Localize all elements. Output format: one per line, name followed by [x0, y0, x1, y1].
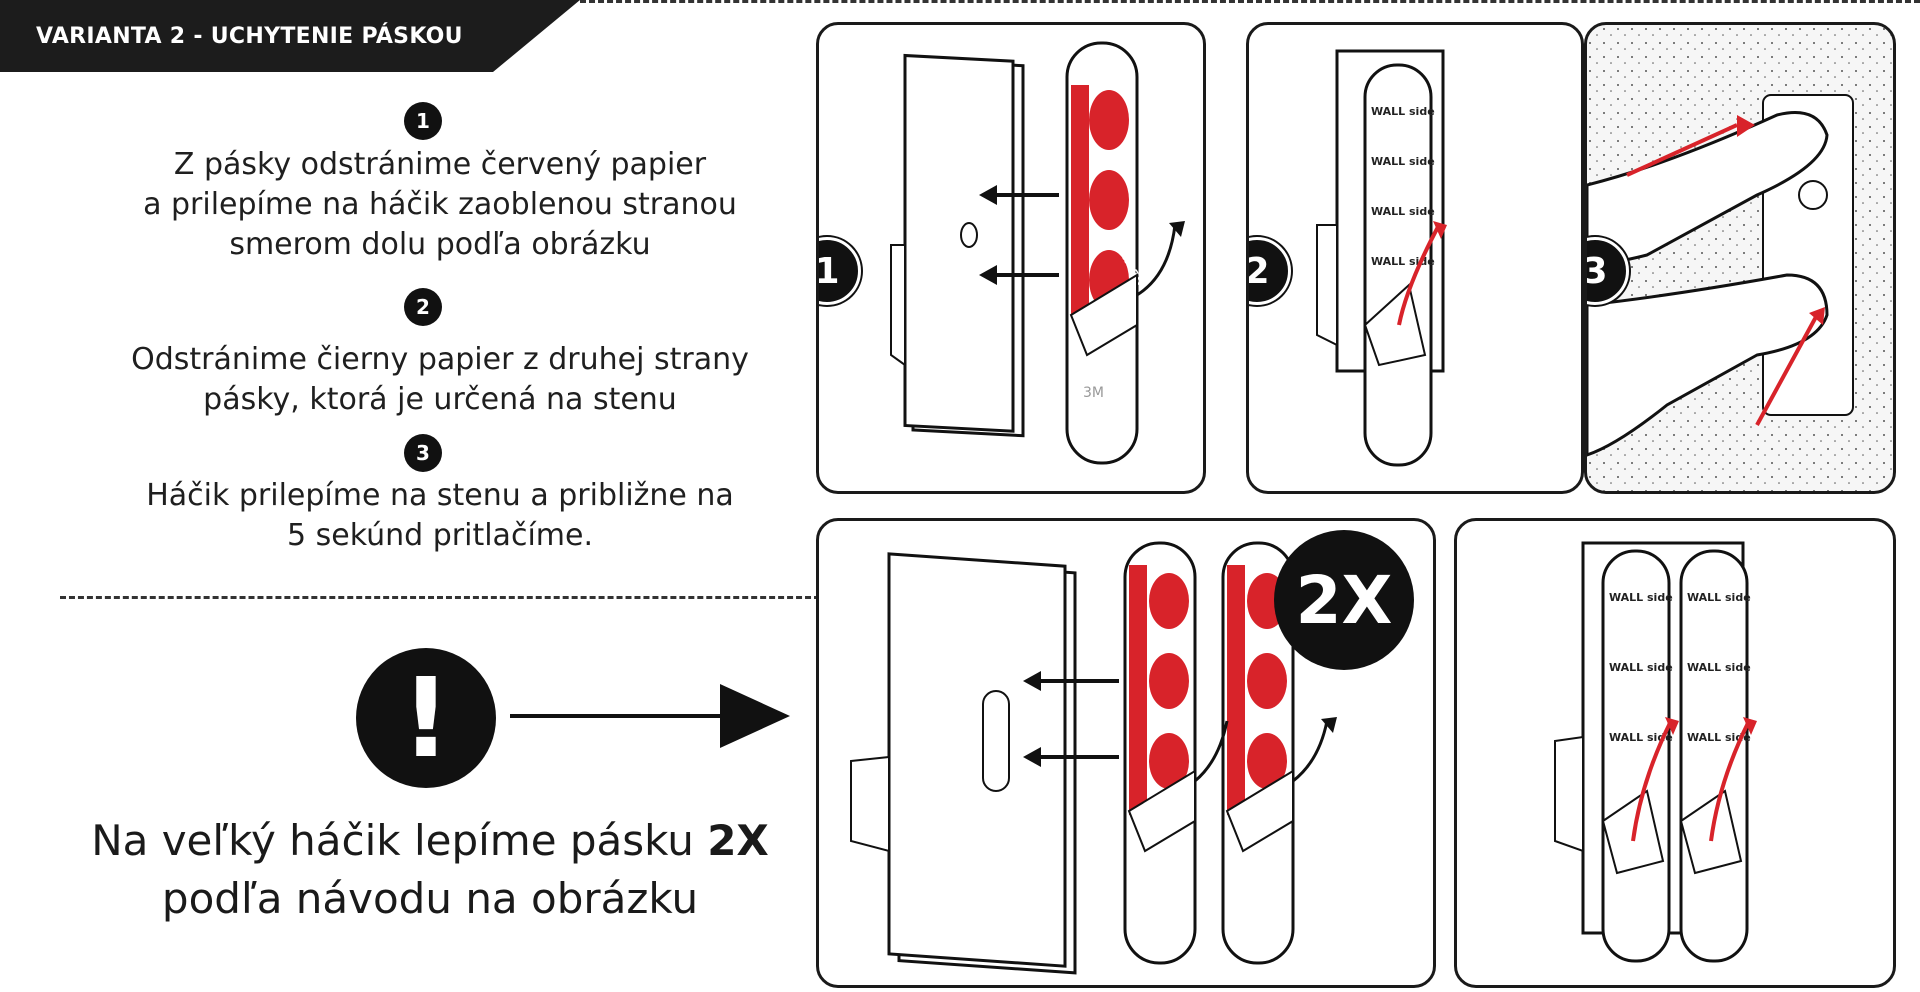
- wall-side-pattern-large: WALL side WALL side WALL side WALL side …: [1609, 591, 1751, 744]
- warning-line1-bold: 2X: [707, 816, 769, 865]
- warning-line1-prefix: Na veľký háčik lepíme pásku: [91, 816, 708, 865]
- panel-2-illustration: WALL side WALL side WALL side WALL side: [1316, 49, 1447, 467]
- step-1-badge: 1: [404, 102, 442, 140]
- step-3-text: Háčik prilepíme na stenu a približne na …: [146, 478, 734, 553]
- panel-large-wall-illustration: WALL side WALL side WALL side WALL side …: [1554, 541, 1757, 963]
- tape-3m-label: 3M: [1083, 385, 1104, 401]
- arrow-right-icon: [510, 684, 790, 748]
- wall-side-label-8: WALL side: [1687, 661, 1751, 674]
- warning-text: Na veľký háčik lepíme pásku 2X podľa náv…: [40, 812, 820, 928]
- header-banner: [0, 0, 580, 72]
- panel-large-hook: [816, 518, 1436, 988]
- step-2-text: Odstránime čierny papier z druhej strany…: [131, 342, 749, 417]
- panel-large-illustration: [850, 541, 1337, 975]
- panel-step-3: 3: [1584, 22, 1896, 494]
- tape-strip-1: [1123, 541, 1197, 965]
- step-1-text: Z pásky odstránime červený papier a pril…: [143, 147, 737, 262]
- wall-side-label-2: WALL side: [1371, 155, 1435, 168]
- tape-strip-2: [1221, 541, 1295, 965]
- thumb-bottom-icon: [1587, 273, 1829, 457]
- panel-step-1: Command 3M 1: [816, 22, 1206, 494]
- panel-1-illustration: Command 3M: [890, 41, 1185, 465]
- step-3-badge: 3: [404, 434, 442, 472]
- panel-large-wall-side: WALL side WALL side WALL side WALL side …: [1454, 518, 1896, 988]
- wall-side-label-7: WALL side: [1609, 661, 1673, 674]
- times-two-badge: 2X: [1274, 530, 1414, 670]
- wall-side-label-5: WALL side: [1609, 591, 1673, 604]
- warning-icon: !: [356, 648, 496, 788]
- wall-side-label: WALL side: [1371, 105, 1435, 118]
- top-divider: [580, 0, 1920, 3]
- step-2-badge: 2: [404, 288, 442, 326]
- panel-3-illustration: [1587, 25, 1893, 491]
- header-title: VARIANTA 2 - UCHYTENIE PÁSKOU: [36, 24, 463, 49]
- red-liner: [1071, 85, 1129, 315]
- wall-side-label-3: WALL side: [1371, 205, 1435, 218]
- wall-side-label-10: WALL side: [1687, 731, 1751, 744]
- warning-line2: podľa návodu na obrázku: [161, 874, 699, 923]
- middle-divider: [60, 596, 820, 599]
- wall-side-label-6: WALL side: [1687, 591, 1751, 604]
- thumb-top-icon: [1587, 111, 1829, 267]
- panel-step-2: WALL side WALL side WALL side WALL side …: [1246, 22, 1584, 494]
- wall-side-label-9: WALL side: [1609, 731, 1673, 744]
